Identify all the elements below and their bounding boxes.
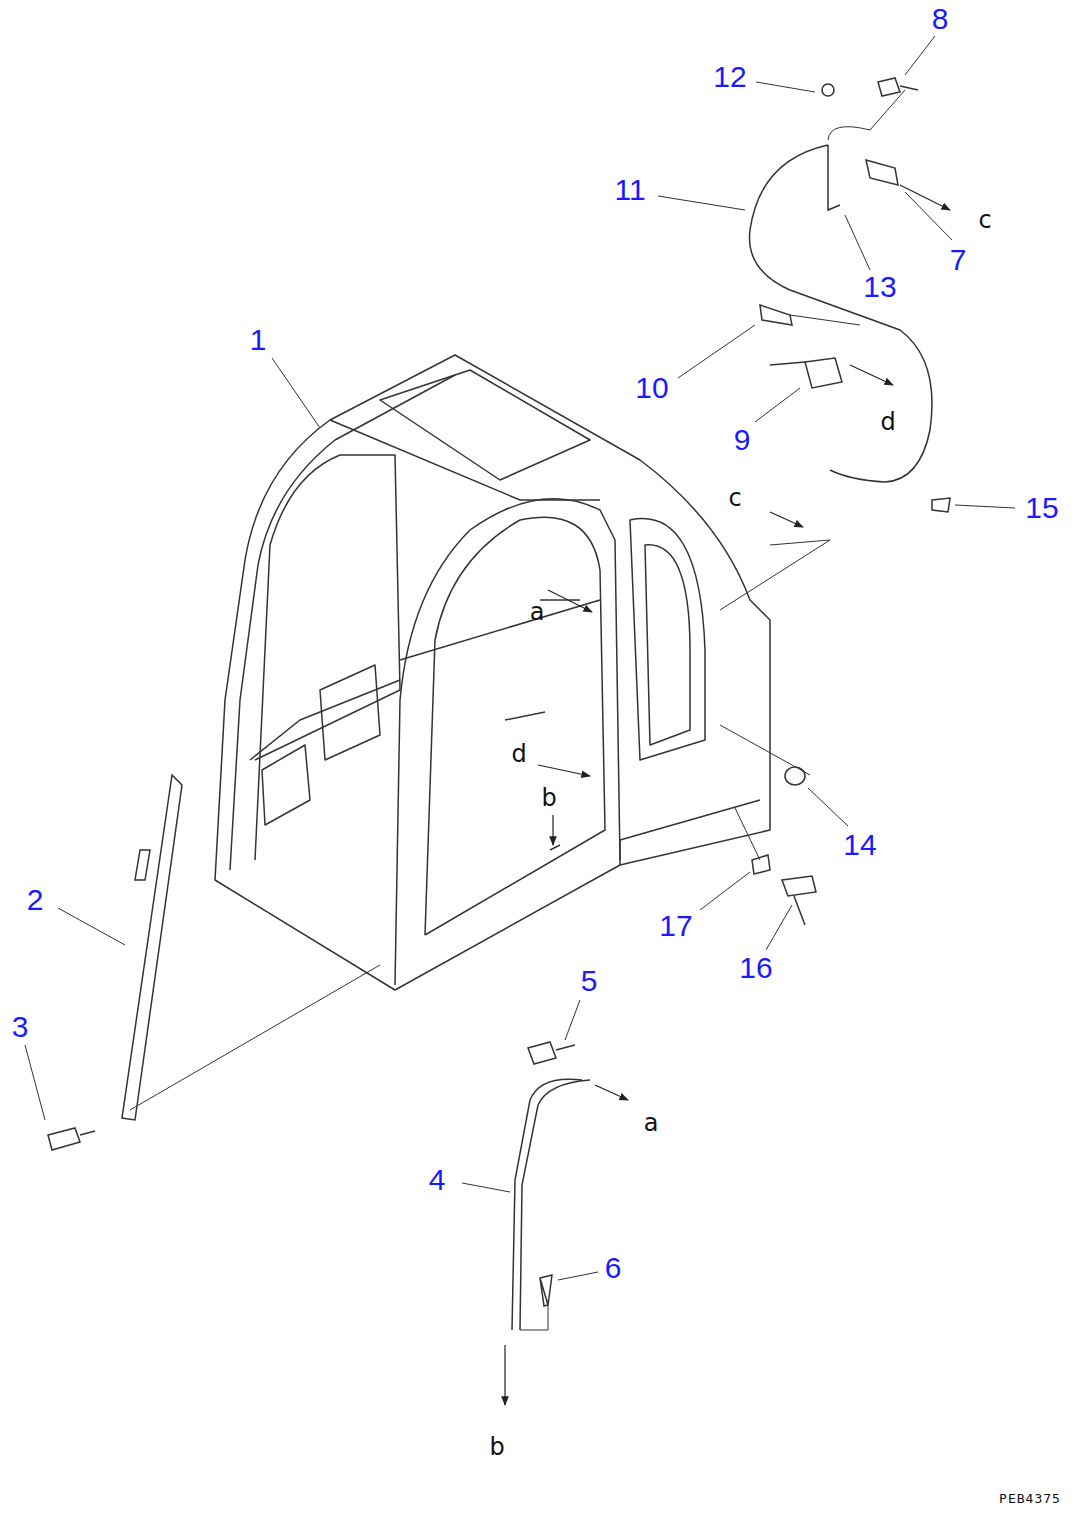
reference-letter: b xyxy=(489,1435,504,1459)
leader-lines xyxy=(25,36,1015,1280)
reference-letter: c xyxy=(978,208,991,232)
reference-letter: c xyxy=(728,486,741,510)
drawing-number: PEB4375 xyxy=(999,1492,1061,1505)
callout-number: 3 xyxy=(12,1012,29,1042)
callout-number: 6 xyxy=(605,1253,622,1283)
parts xyxy=(48,78,950,1330)
callout-number: 13 xyxy=(863,272,896,302)
callout-number: 17 xyxy=(659,911,692,941)
reference-letter: a xyxy=(530,600,545,624)
guide-lines xyxy=(130,90,905,1330)
callout-number: 10 xyxy=(635,373,668,403)
callout-number: 8 xyxy=(932,4,949,34)
direction-arrows xyxy=(505,185,950,1405)
reference-letter: d xyxy=(880,410,895,434)
reference-letter: b xyxy=(541,786,556,810)
callout-number: 11 xyxy=(614,175,645,205)
cab-frame xyxy=(215,355,770,990)
callout-number: 2 xyxy=(27,885,44,915)
callout-number: 4 xyxy=(429,1165,446,1195)
callout-number: 5 xyxy=(581,966,598,996)
callout-number: 1 xyxy=(250,325,267,355)
callout-number: 15 xyxy=(1025,493,1058,523)
reference-letter: a xyxy=(644,1111,659,1135)
callout-number: 16 xyxy=(739,953,772,983)
callout-number: 7 xyxy=(950,245,967,275)
reference-letter: d xyxy=(511,742,526,766)
callout-number: 14 xyxy=(843,830,876,860)
callout-number: 9 xyxy=(734,425,751,455)
callout-number: 12 xyxy=(713,62,746,92)
